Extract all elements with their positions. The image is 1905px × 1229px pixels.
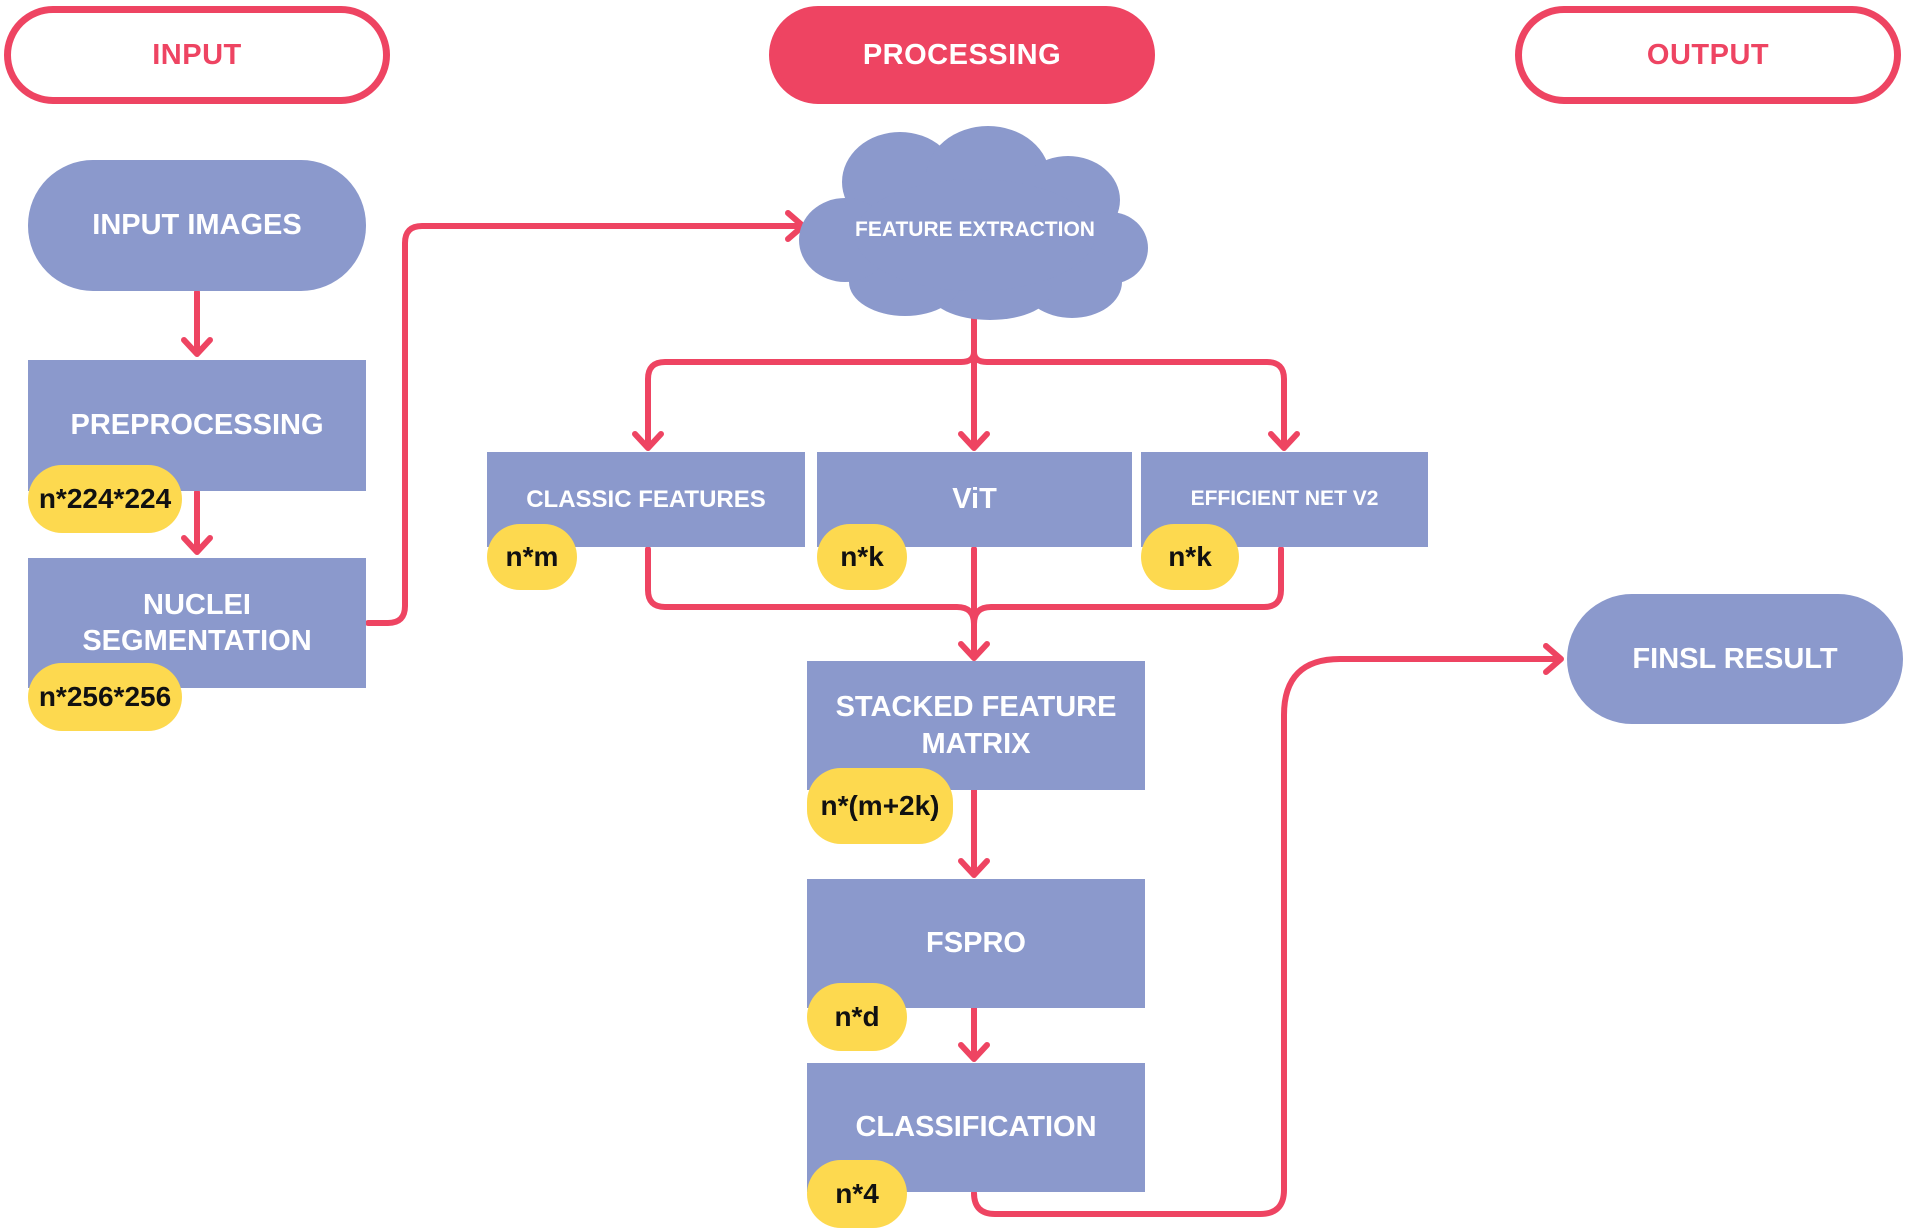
node-classic-features-label: CLASSIC FEATURES — [526, 485, 766, 513]
feature-extraction-cloud — [799, 126, 1148, 320]
dim-tag-vit-label: n*k — [840, 541, 884, 572]
node-feature-extraction-label: FEATURE EXTRACTION — [855, 218, 1095, 241]
node-fspro-label: FSPRO — [926, 927, 1026, 960]
node-input-images: INPUT IMAGES — [28, 160, 366, 291]
arrow-branches-to-stacked-matrix — [645, 546, 977, 660]
dim-tag-stacked-feature-matrix: n*(m+2k) — [807, 768, 953, 844]
dim-tag-vit: n*k — [817, 524, 907, 590]
arrow-classification-to-result — [971, 656, 1563, 1217]
dim-tag-nuclei-segmentation: n*256*256 — [28, 663, 182, 731]
node-stacked-feature-matrix-line1: STACKED FEATURE — [835, 691, 1117, 724]
dim-tag-fspro: n*d — [807, 983, 907, 1051]
dim-tag-classic-features-label: n*m — [505, 541, 559, 572]
header-processing-label: PROCESSING — [862, 38, 1062, 71]
dim-tag-preprocessing-label: n*224*224 — [38, 483, 172, 514]
dim-tag-nuclei-segmentation-label: n*256*256 — [38, 681, 172, 712]
header-output-label: OUTPUT — [1646, 38, 1770, 71]
node-input-images-label: INPUT IMAGES — [92, 209, 302, 241]
dim-tag-classification-label: n*4 — [835, 1178, 879, 1209]
node-stacked-feature-matrix-line2: MATRIX — [921, 727, 1031, 760]
dim-tag-efficient-net-label: n*k — [1168, 541, 1212, 572]
node-final-result-label: FINSL RESULT — [1632, 642, 1838, 675]
dim-tag-preprocessing: n*224*224 — [28, 465, 182, 533]
header-output: OUTPUT — [1515, 6, 1901, 104]
arrow-segmentation-to-feature-extraction — [365, 223, 805, 626]
dim-tag-stacked-feature-matrix-label: n*(m+2k) — [820, 790, 940, 821]
node-stacked-feature-matrix: STACKED FEATURE MATRIX — [807, 661, 1145, 790]
node-nuclei-segmentation: NUCLEI SEGMENTATION — [28, 558, 366, 688]
dim-tag-efficient-net: n*k — [1141, 524, 1239, 590]
node-nuclei-segmentation-line2: SEGMENTATION — [82, 625, 312, 657]
header-input: INPUT — [4, 6, 390, 104]
dim-tag-fspro-label: n*d — [834, 1001, 880, 1032]
header-processing: PROCESSING — [769, 6, 1155, 104]
header-input-label: INPUT — [152, 38, 242, 71]
node-vit-label: ViT — [952, 483, 997, 516]
node-final-result: FINSL RESULT — [1567, 594, 1903, 724]
node-efficient-net-label: EFFICIENT NET V2 — [1190, 487, 1379, 511]
dim-tag-classification: n*4 — [807, 1160, 907, 1228]
node-preprocessing-label: PREPROCESSING — [70, 409, 324, 442]
node-classification-label: CLASSIFICATION — [855, 1111, 1097, 1144]
node-nuclei-segmentation-line1: NUCLEI — [143, 588, 251, 621]
dim-tag-classic-features: n*m — [487, 524, 577, 590]
